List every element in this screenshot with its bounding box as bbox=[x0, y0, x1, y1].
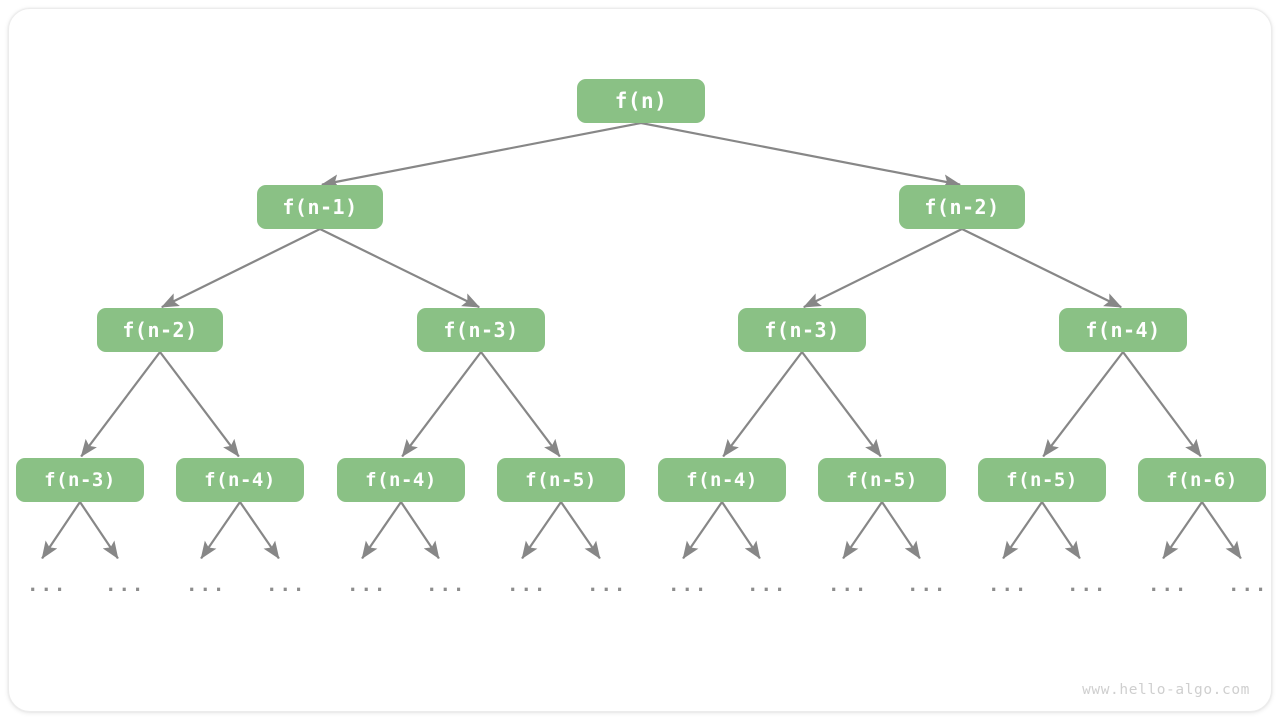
tree-node-label: f(n-2) bbox=[122, 318, 198, 342]
ellipsis-marker: ... bbox=[907, 574, 948, 596]
tree-node-label: f(n) bbox=[614, 89, 668, 113]
tree-node: f(n-4) bbox=[658, 458, 786, 502]
ellipsis-marker: ... bbox=[507, 574, 548, 596]
tree-node: f(n-1) bbox=[257, 185, 383, 229]
tree-node: f(n-5) bbox=[497, 458, 625, 502]
tree-node-label: f(n-3) bbox=[443, 318, 519, 342]
tree-node: f(n) bbox=[577, 79, 705, 123]
tree-node: f(n-3) bbox=[16, 458, 144, 502]
tree-node-label: f(n-5) bbox=[525, 469, 597, 491]
tree-node-label: f(n-4) bbox=[686, 469, 758, 491]
tree-node-label: f(n-4) bbox=[1085, 318, 1161, 342]
ellipsis-marker: ... bbox=[347, 574, 388, 596]
tree-node: f(n-3) bbox=[738, 308, 866, 352]
tree-node-label: f(n-3) bbox=[44, 469, 116, 491]
ellipsis-marker: ... bbox=[587, 574, 628, 596]
tree-node-label: f(n-2) bbox=[924, 195, 1000, 219]
ellipsis-marker: ... bbox=[1067, 574, 1108, 596]
tree-node: f(n-2) bbox=[899, 185, 1025, 229]
ellipsis-marker: ... bbox=[266, 574, 307, 596]
tree-node: f(n-4) bbox=[1059, 308, 1187, 352]
tree-node: f(n-4) bbox=[176, 458, 304, 502]
tree-node-label: f(n-3) bbox=[764, 318, 840, 342]
tree-node-label: f(n-1) bbox=[282, 195, 358, 219]
ellipsis-marker: ... bbox=[1228, 574, 1269, 596]
watermark-label: www.hello-algo.com bbox=[1082, 682, 1250, 698]
tree-node: f(n-2) bbox=[97, 308, 223, 352]
tree-node-label: f(n-6) bbox=[1166, 469, 1238, 491]
tree-node: f(n-5) bbox=[818, 458, 946, 502]
tree-node-label: f(n-4) bbox=[365, 469, 437, 491]
tree-node: f(n-6) bbox=[1138, 458, 1266, 502]
ellipsis-marker: ... bbox=[186, 574, 227, 596]
tree-node-label: f(n-5) bbox=[846, 469, 918, 491]
ellipsis-marker: ... bbox=[105, 574, 146, 596]
ellipsis-marker: ... bbox=[426, 574, 467, 596]
tree-node-label: f(n-5) bbox=[1006, 469, 1078, 491]
ellipsis-marker: ... bbox=[1148, 574, 1189, 596]
tree-node-label: f(n-4) bbox=[204, 469, 276, 491]
ellipsis-marker: ... bbox=[828, 574, 869, 596]
tree-node: f(n-4) bbox=[337, 458, 465, 502]
ellipsis-marker: ... bbox=[27, 574, 68, 596]
tree-node: f(n-3) bbox=[417, 308, 545, 352]
tree-node: f(n-5) bbox=[978, 458, 1106, 502]
ellipsis-marker: ... bbox=[747, 574, 788, 596]
ellipsis-marker: ... bbox=[988, 574, 1029, 596]
ellipsis-marker: ... bbox=[668, 574, 709, 596]
